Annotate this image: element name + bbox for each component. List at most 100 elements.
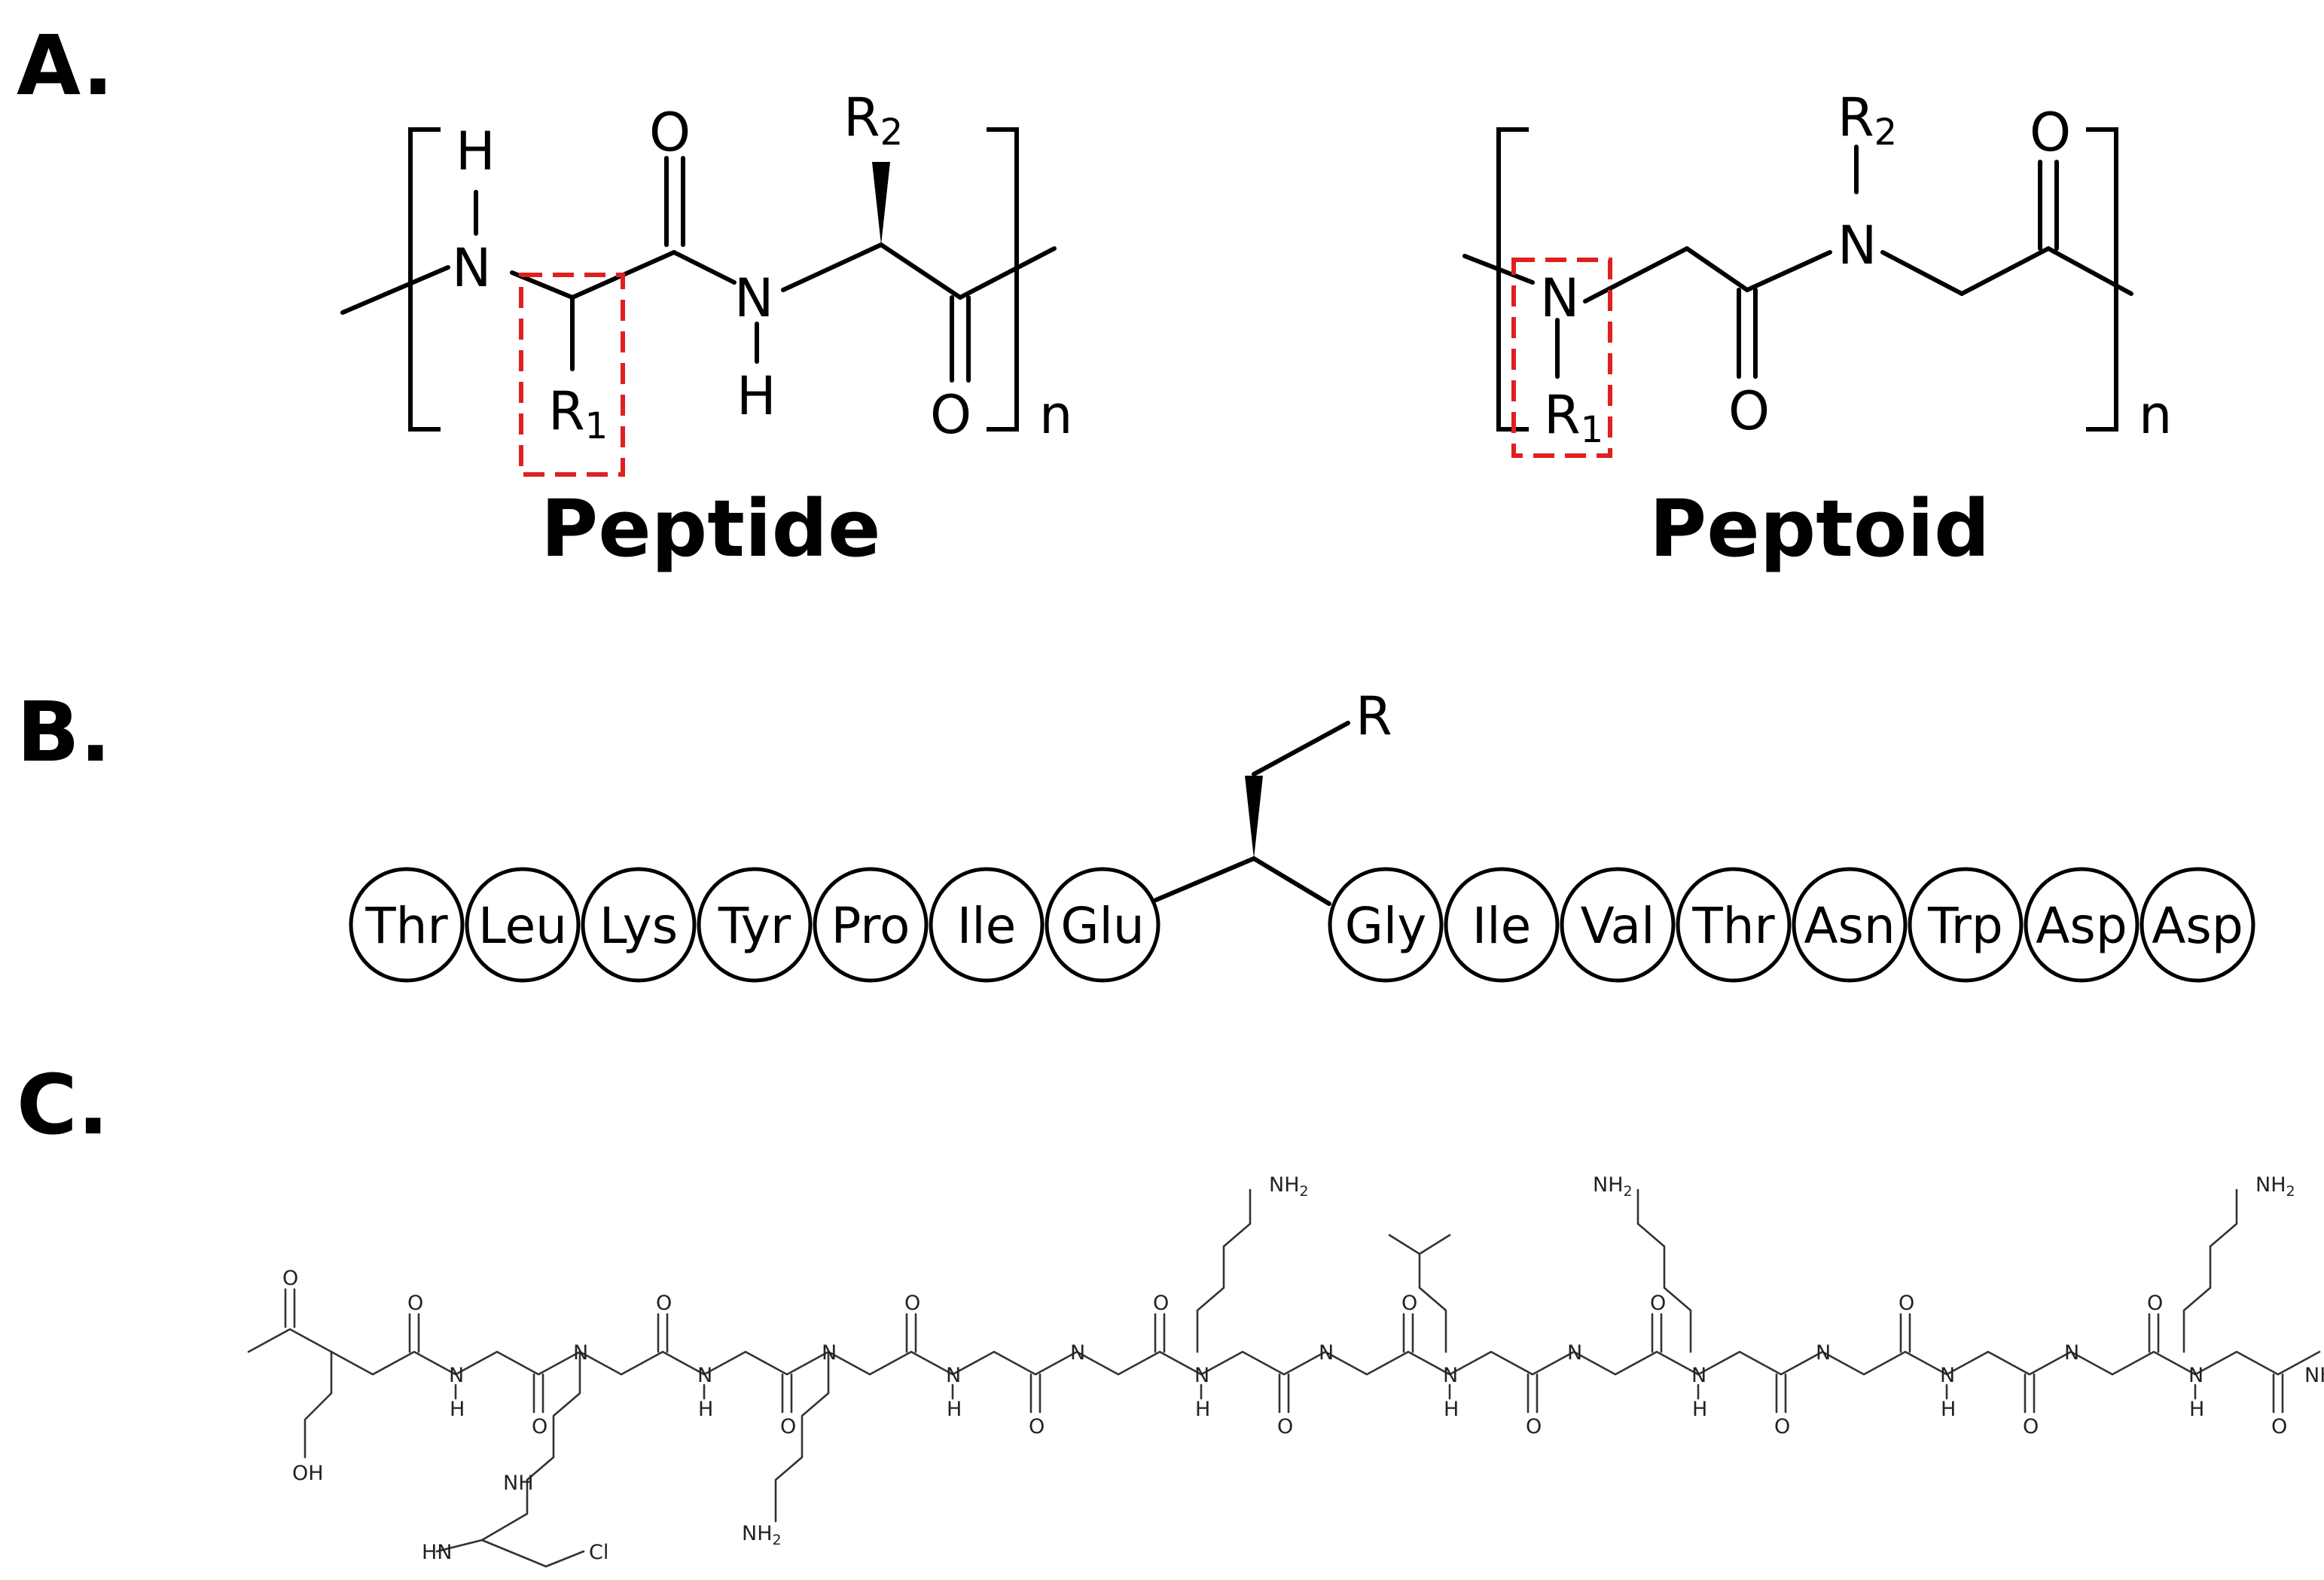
struct-atom-o: O [1277,1415,1293,1438]
residue-tyr: Tyr [697,867,813,983]
peptide-atom-h2: H [737,365,776,427]
struct-chloroacetamidine-chain [435,1350,581,1568]
struct-atom-nh2-up3: NH2 [2255,1173,2295,1200]
sequence-bond-right [1252,856,1331,906]
struct-atom-n: N [449,1364,464,1387]
struct-atom-n: N [946,1364,961,1387]
residue-circle [2139,867,2255,983]
sequence-side-chain-wedge [1245,776,1263,859]
struct-carbonyl [1899,1313,1911,1353]
struct-carbonyl [532,1373,544,1414]
residue-asp: Asp [2024,867,2139,983]
struct-atom-o: O [532,1415,547,1438]
sequence-side-chain-r: R [1356,685,1392,747]
struct-atom-terminal-nh2: NH2 [2304,1364,2324,1390]
residue-label: Glu [1060,897,1144,955]
peptide-wedge-r2 [872,162,890,245]
peptide-atom-o2: O [930,384,971,446]
struct-carbonyl [1278,1373,1290,1414]
peptoid-bond-c-n2 [1745,250,1832,292]
peptoid-atom-o1: O [1728,380,1770,442]
sequence-side-chain-bond [1252,721,1350,776]
residue-circle [581,867,697,983]
struct-atom-n: N [1070,1341,1085,1365]
struct-atom-h: H [698,1398,713,1421]
residue-asn: Asn [1792,867,1908,983]
panel-label-b: B. [17,684,111,780]
struct-atom-n: N [1816,1341,1831,1365]
residue-circle [1676,867,1792,983]
struct-atom-n: N [1940,1364,1955,1387]
struct-atom-o: O [2023,1415,2039,1438]
residue-label: Ile [957,897,1016,955]
peptoid-r1: R1 [1544,384,1603,451]
residue-leu: Leu [465,867,581,983]
residue-circle [1444,867,1560,983]
struct-carbonyl [1402,1313,1414,1353]
struct-atom-o: O [780,1415,796,1438]
struct-carbonyl [2024,1373,2036,1414]
residue-circle [1045,867,1160,983]
peptide-atom-h1: H [456,120,496,182]
peptoid-atom-n1: N [1540,267,1579,329]
struct-atom-o: O [1526,1415,1542,1438]
struct-carbonyl [408,1313,420,1353]
peptoid-nitrogen-highlight [1511,258,1612,458]
residue-gly: Gly [1328,867,1444,983]
residue-label: Ile [1472,897,1531,955]
peptide-alpha-carbon-highlight [519,273,625,477]
struct-aminobutyl-down [774,1350,830,1523]
residue-label: Trp [1927,897,2003,955]
struct-atom-nh2: NH2 [742,1522,782,1548]
peptoid-atom-o2: O [2030,102,2071,163]
peptide-atom-n1: N [452,237,491,299]
peptoid-atom-n2: N [1838,215,1877,276]
residue-circle [1908,867,2024,983]
struct-atom-n: N [2064,1341,2079,1365]
struct-atom-n: N [1691,1364,1706,1387]
residue-circle [349,867,465,983]
struct-atom-h: H [1444,1398,1459,1421]
residue-label: Val [1581,897,1655,955]
struct-atom-h: H [1195,1398,1210,1421]
struct-atom-o: O [1153,1292,1169,1315]
residue-ile: Ile [929,867,1045,983]
struct-carbonyl [1775,1373,1787,1414]
struct-atom-h: H [1941,1398,1956,1421]
struct-atom-o: O [904,1292,920,1315]
peptoid-r2: R2 [1838,87,1897,154]
residue-circle [2024,867,2139,983]
peptide-bond-exit [958,246,1057,300]
struct-carbonyl [1154,1313,1166,1353]
peptide-repeat-n: n [1039,384,1072,446]
peptoid-bond-exit [2046,246,2133,296]
residue-label: Asp [2152,897,2243,955]
residue-label: Leu [478,897,567,955]
peptide-r2: R2 [843,87,903,154]
residue-lys: Lys [581,867,697,983]
struct-atom-o: O [2147,1292,2163,1315]
peptide-bond-ca2-c [879,242,962,300]
peptide-title: Peptide [541,483,881,575]
panel-label-a: A. [17,17,114,114]
struct-atom-o: O [2271,1415,2287,1438]
struct-atom-n: N [1319,1341,1334,1365]
struct-atom-o: O [656,1292,672,1315]
residue-circle [1328,867,1444,983]
peptoid-bond-entry [1462,254,1535,285]
struct-atom-cl: Cl [589,1541,608,1564]
struct-aminobutyl-up-1 [1196,1188,1252,1353]
residue-label: Lys [599,897,678,955]
struct-atom-o: O [1401,1292,1417,1315]
residue-label: Thr [364,897,448,955]
struct-atom-n: N [1567,1341,1582,1365]
peptoid-title: Peptoid [1649,483,1990,575]
struct-aminobutyl-up-2 [1636,1188,1692,1353]
residue-circle [813,867,929,983]
peptoid-repeat-n: n [2139,384,2172,446]
sequence-bond-left [1154,856,1256,902]
